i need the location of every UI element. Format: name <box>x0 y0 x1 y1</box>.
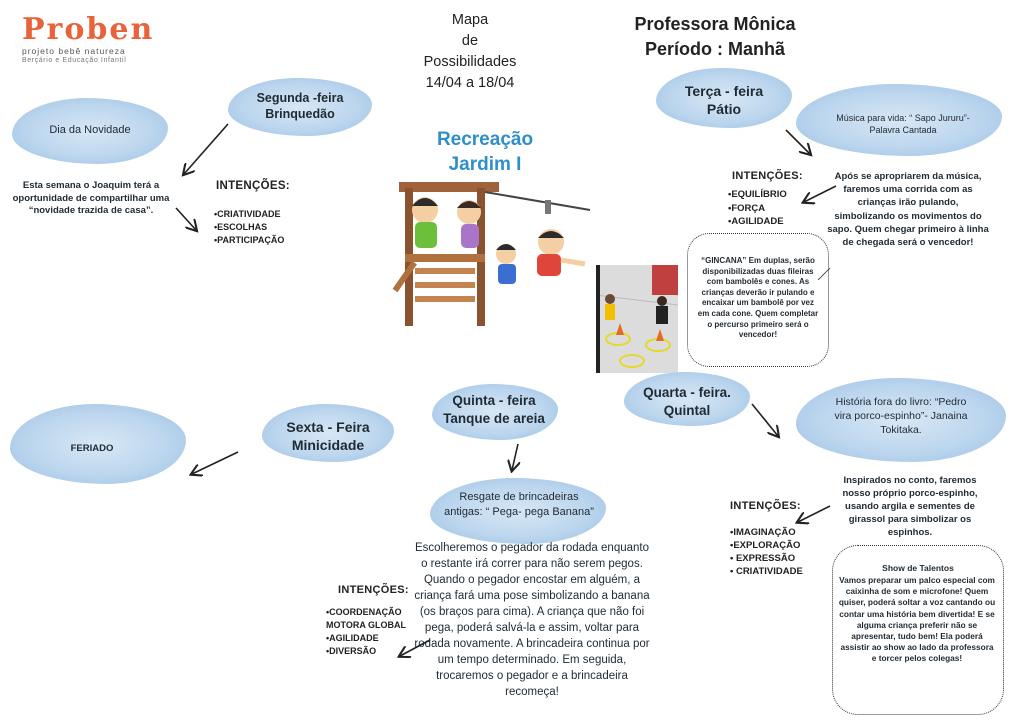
tuesday-day-cloud <box>656 68 792 128</box>
intention-item: • CRIATIVIDADE <box>730 566 803 577</box>
map-title: Mapa de Possibilidades 14/04 a 18/04 <box>400 10 540 94</box>
thursday-intentions-title: INTENÇÕES: <box>338 584 409 596</box>
monday-day: Segunda -feira Brinquedão <box>228 90 372 122</box>
tuesday-description: Após se apropriarem da música, faremos u… <box>827 171 989 249</box>
wednesday-location: Quintal <box>663 403 711 418</box>
wednesday-day-name: Quarta - feira. <box>643 385 731 400</box>
teacher-info: Professora Mônica Período : Manhã <box>610 12 820 62</box>
intention-item: •AGILIDADE <box>728 216 784 227</box>
playground-illustration <box>392 182 591 326</box>
friday-day-cloud <box>262 404 394 462</box>
logo-title: Proben <box>22 12 155 47</box>
teacher-name: Professora Mônica <box>634 14 796 34</box>
intention-item: •EXPLORAÇÃO <box>730 540 801 551</box>
logo-tagline: Berçário e Educação Infantil <box>22 57 127 64</box>
friday-activity-cloud <box>10 404 186 484</box>
intention-item: •ESCOLHAS <box>214 222 268 232</box>
intention-item: •CRIATIVIDADE <box>214 209 281 219</box>
tuesday-location: Pátio <box>706 101 742 117</box>
tuesday-intentions: •EQUILÍBRIO •FORÇA •AGILIDADE <box>728 188 787 229</box>
intention-item: •COORDENAÇÃO MOTORA GLOBAL <box>326 607 406 630</box>
gincana-box <box>687 233 829 367</box>
thursday-location: Tanque de areia <box>443 411 545 426</box>
period: Período : Manhã <box>644 39 785 59</box>
center-title-line1: Recreação <box>436 129 534 150</box>
thursday-day: Quinta - feira Tanque de areia <box>424 392 564 428</box>
tuesday-activity: Música para vida: “ Sapo Jururu”- Palavr… <box>836 113 970 135</box>
monday-intentions-title: INTENÇÕES: <box>216 180 290 192</box>
center-title-line2: Jardim I <box>448 154 522 175</box>
thursday-description: Escolheremos o pegador da rodada enquant… <box>414 542 650 698</box>
show-box <box>832 545 1004 715</box>
intention-item: •PARTICIPAÇÃO <box>214 235 285 245</box>
photo-content <box>596 265 678 373</box>
show-text: Vamos preparar um palco especial com cai… <box>838 575 996 664</box>
monday-activity-cloud <box>12 98 168 164</box>
monday-activity: Dia da Novidade <box>49 124 131 136</box>
intention-item: •DIVERSÃO <box>326 646 377 656</box>
friday-activity: FERIADO <box>70 443 114 454</box>
logo: Proben projeto bebê natureza Berçário e … <box>22 14 162 70</box>
center-title: Recreação Jardim I <box>420 127 550 177</box>
wednesday-description: Inspirados no conto, faremos nosso própr… <box>842 475 978 538</box>
intention-item: •EQUILÍBRIO <box>728 189 787 200</box>
thursday-activity-cloud <box>430 478 606 544</box>
intention-item: •FORÇA <box>728 202 766 214</box>
friday-day-name: Sexta - Feira <box>286 419 370 435</box>
map-title-dates: 14/04 a 18/04 <box>425 75 515 91</box>
monday-day-cloud <box>228 78 372 136</box>
thursday-activity: Resgate de brincadeiras antigas: “ Pega-… <box>444 491 594 518</box>
map-title-line: Possibilidades <box>423 54 517 70</box>
monday-location: Brinquedão <box>265 107 335 121</box>
monday-description: Esta semana o Joaquim terá a oportunidad… <box>12 180 170 216</box>
logo-subtitle: projeto bebê natureza <box>22 46 126 56</box>
wednesday-intentions-title: INTENÇÕES: <box>730 500 801 512</box>
monday-day-name: Segunda -feira <box>256 91 344 105</box>
wednesday-day-cloud <box>624 372 750 426</box>
friday-location: Minicidade <box>291 437 365 453</box>
map-title-line: de <box>461 33 479 49</box>
wednesday-activity: História fora do livro: “Pedro vira porc… <box>834 396 968 436</box>
gincana-text: “GINCANA” Em duplas, serão disponibiliza… <box>697 256 819 340</box>
wednesday-activity-cloud <box>796 378 1006 462</box>
tuesday-day: Terça - feira Pátio <box>656 82 792 118</box>
thursday-day-name: Quinta - feira <box>452 393 536 408</box>
intention-item: • EXPRESSÃO <box>730 553 796 564</box>
activity-photo <box>596 265 678 373</box>
show-title: Show de Talentos <box>882 563 954 573</box>
tuesday-intentions-title: INTENÇÕES: <box>732 170 803 182</box>
thursday-intentions: •COORDENAÇÃO MOTORA GLOBAL •AGILIDADE •D… <box>326 606 416 658</box>
thursday-day-cloud <box>432 384 558 440</box>
tuesday-day-name: Terça - feira <box>684 83 764 99</box>
map-title-line: Mapa <box>451 12 489 28</box>
intention-item: •IMAGINAÇÃO <box>730 527 796 538</box>
wednesday-day: Quarta - feira. Quintal <box>624 384 750 420</box>
tuesday-activity-cloud <box>796 84 1002 156</box>
friday-day: Sexta - Feira Minicidade <box>262 418 394 454</box>
intention-item: •AGILIDADE <box>326 633 379 643</box>
wednesday-intentions: •IMAGINAÇÃO •EXPLORAÇÃO • EXPRESSÃO • CR… <box>730 526 803 578</box>
monday-intentions: •CRIATIVIDADE •ESCOLHAS •PARTICIPAÇÃO <box>214 208 284 247</box>
